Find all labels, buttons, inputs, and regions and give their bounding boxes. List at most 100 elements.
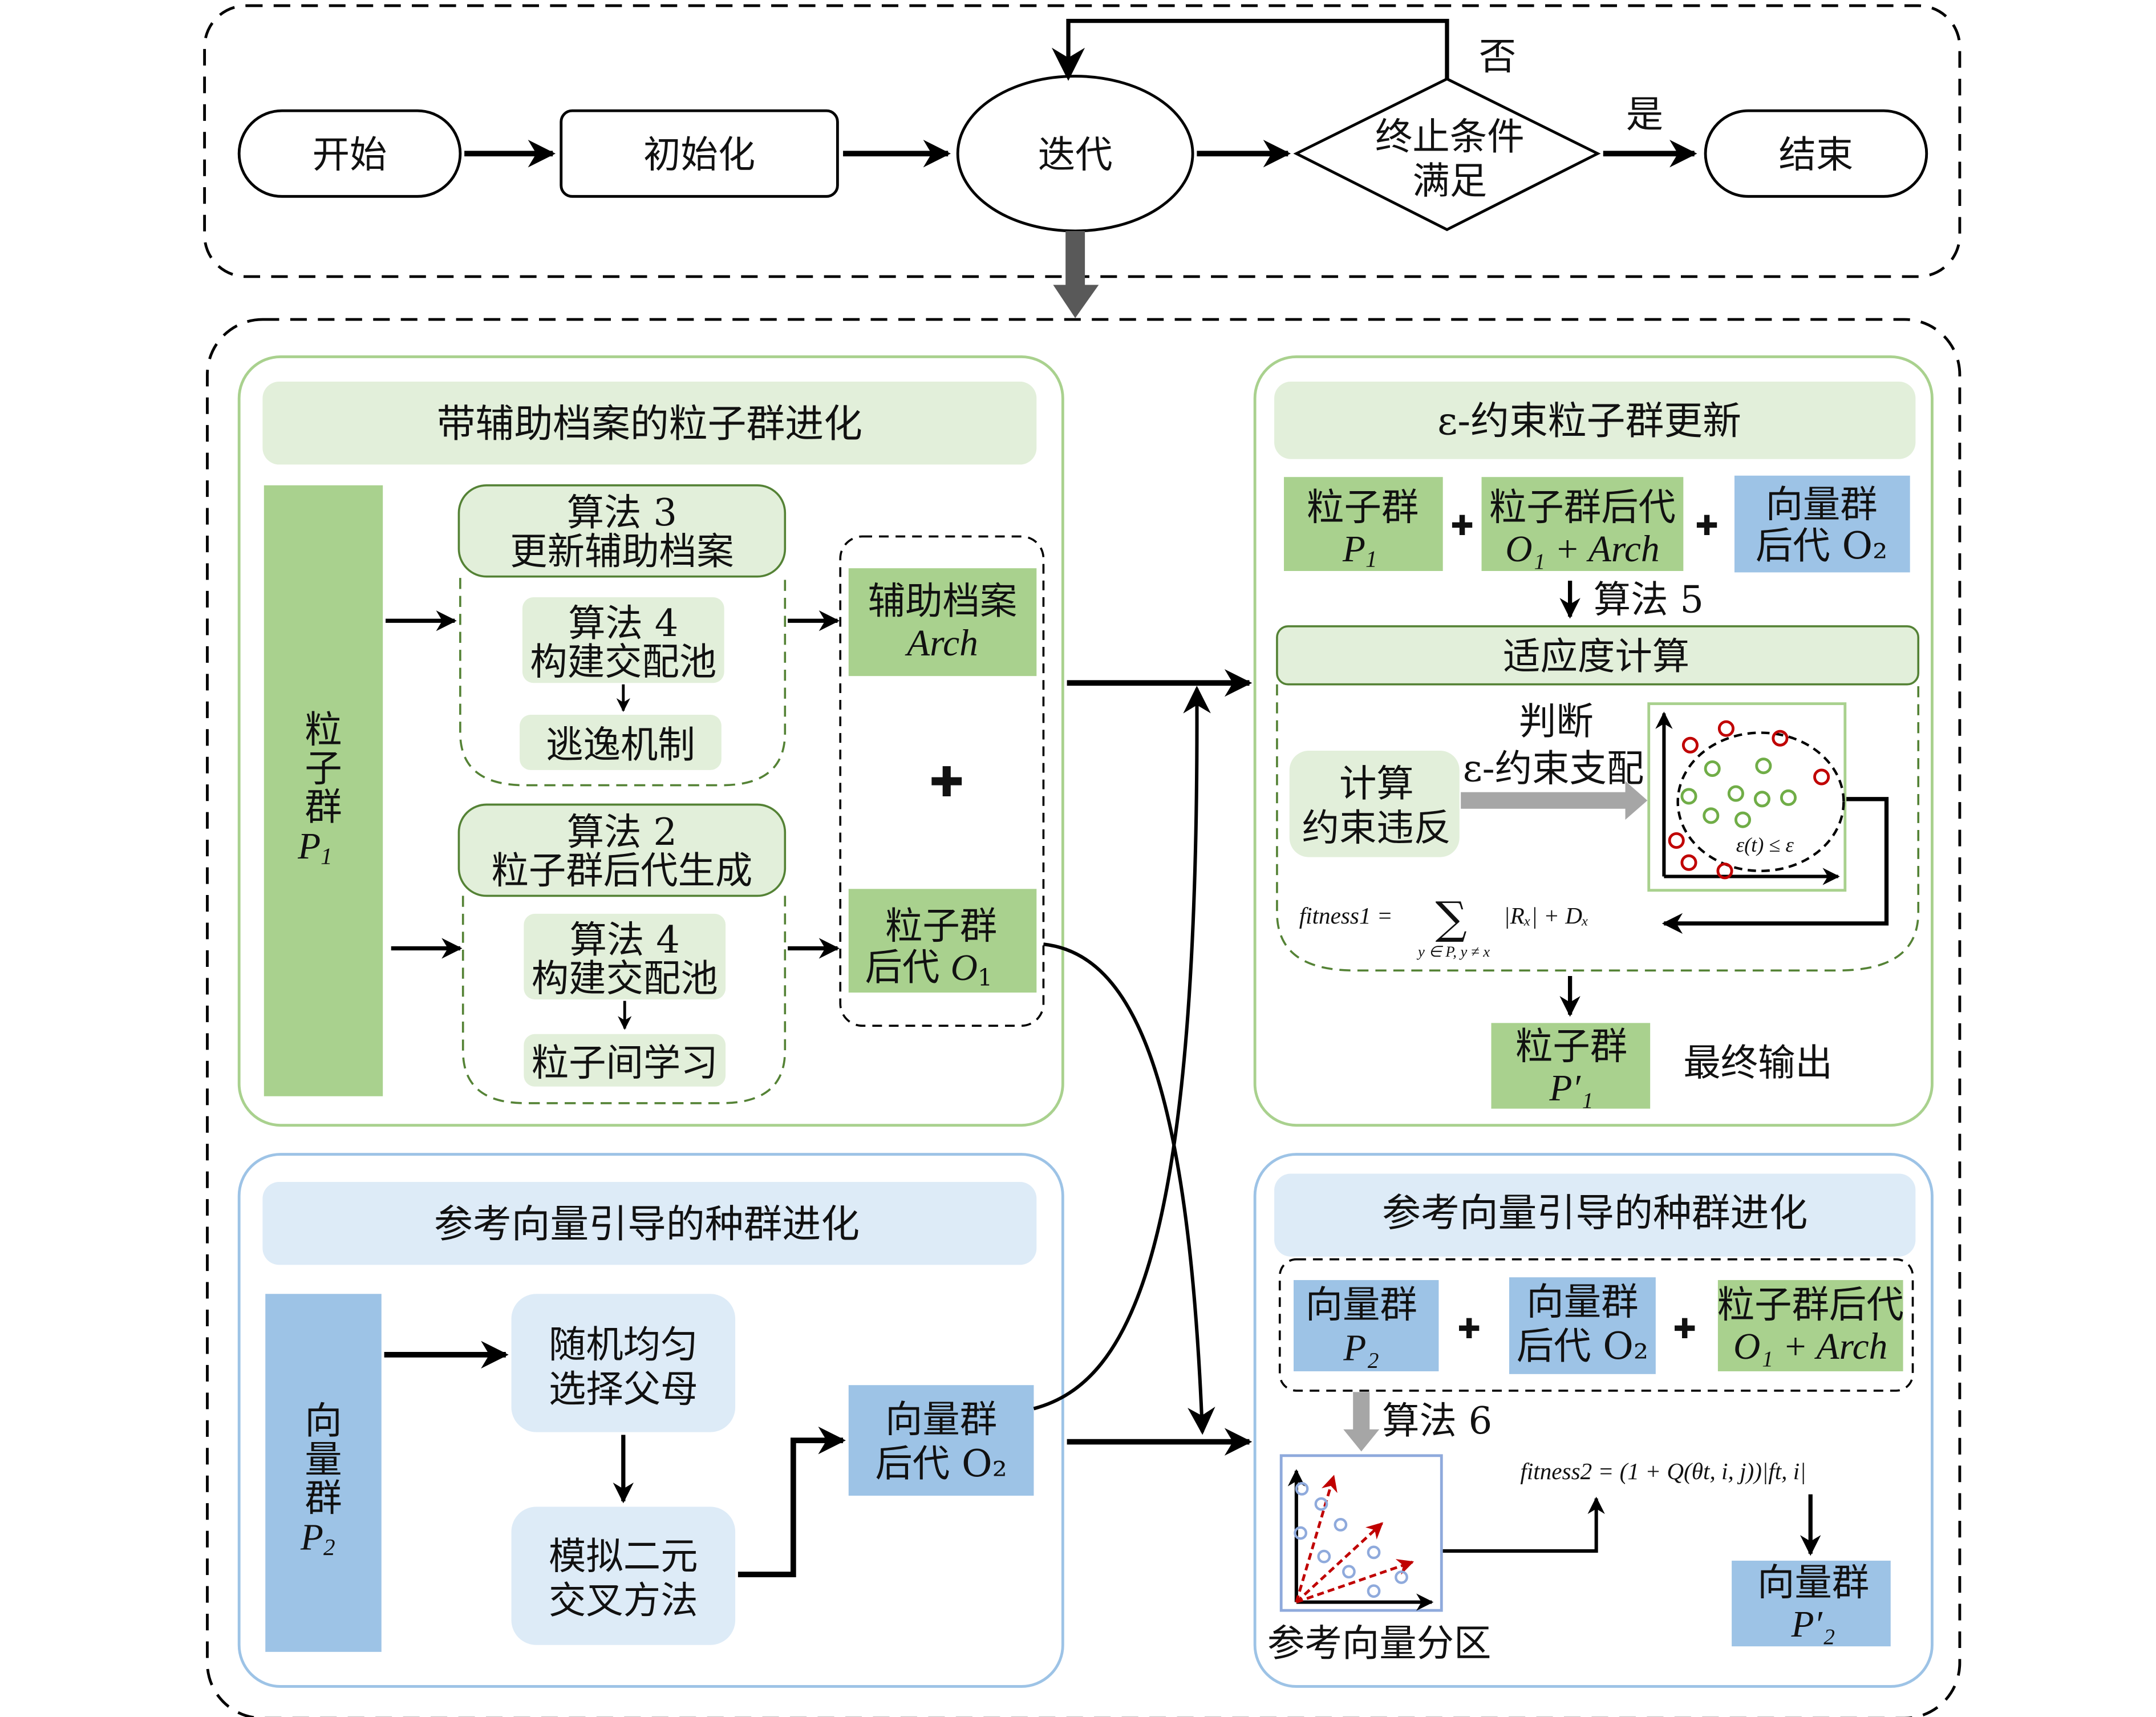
down-arrow-to-main	[1053, 230, 1099, 318]
plus-icon: ✚	[1450, 510, 1474, 542]
fitness-calc-header	[1276, 625, 1920, 686]
arrow-scatter-to-fitness1	[1661, 797, 1889, 934]
learning-box	[524, 1034, 726, 1087]
panel-pso: 带辅助档案的粒子群进化 粒 子 群 P1 算法 3 更新辅助档案 算法 4 构建…	[237, 355, 1064, 1127]
end-node: 结束	[1704, 109, 1928, 198]
archive-label-2: Arch	[905, 623, 978, 664]
offspring-o1-label-1: 粒子群	[885, 905, 997, 948]
ref-box-p2-label-1: 向量群	[1306, 1283, 1417, 1326]
algo2-header	[457, 803, 787, 897]
population-p2	[265, 1294, 382, 1652]
init-node: 初始化	[560, 109, 839, 198]
compute-label-1: 计算	[1339, 762, 1414, 805]
main-container	[206, 318, 1962, 1717]
panel-ref-left-title: 参考向量引导的种群进化	[434, 1201, 860, 1246]
output-p1-label-1: 粒子群	[1515, 1024, 1627, 1068]
offspring-o2-label-1: 向量群	[885, 1398, 997, 1441]
select-parents-box	[511, 1294, 736, 1432]
algo4-box-a	[522, 597, 724, 683]
eps-box-o2	[1734, 475, 1910, 573]
p1-symbol: P1	[297, 826, 333, 869]
output-p2-label-1: 向量群	[1757, 1561, 1869, 1604]
eps-box-o1arch-label-2: O₁ + Arch	[1505, 529, 1659, 570]
epsilon-condition-label: ε(t) ≤ ε	[1736, 833, 1794, 856]
algo3-label-1: 算法 3	[567, 491, 677, 534]
eps-box-p1-label-1: 粒子群	[1307, 485, 1419, 529]
algo3-header	[457, 484, 787, 578]
feasible-points	[1680, 758, 1797, 828]
panel-ref-right-title: 参考向量引导的种群进化	[1382, 1190, 1808, 1236]
p2-symbol: P2	[300, 1517, 335, 1561]
infeasible-points	[1668, 720, 1830, 880]
panel-eps: ε-约束粒子群更新 粒子群 P1 ✚ 粒子群后代 O₁ + Arch ✚ 向量群…	[1253, 355, 1934, 1127]
fitness1-sum: ∑	[1436, 893, 1467, 944]
ref-box-p2-label-2: P₂	[1343, 1328, 1379, 1369]
offspring-o1-box	[848, 889, 1037, 993]
eps-box-o2-label-1: 向量群	[1765, 483, 1877, 527]
gray-arrow-judge	[1461, 781, 1648, 820]
compute-label-2: 约束违反	[1302, 807, 1452, 850]
iterate-label: 迭代	[1038, 133, 1113, 176]
curve-o2-to-eps-panel	[1033, 686, 1211, 1411]
ref-box-o1arch-label-2: O₁ + Arch	[1733, 1326, 1887, 1367]
p1-char-1: 粒	[305, 708, 342, 751]
plus-icon: ✚	[1457, 1313, 1481, 1345]
output-p2-prime-box	[1732, 1560, 1891, 1647]
p2-char-1: 向	[305, 1399, 342, 1443]
fitness1-lhs: fitness1 =	[1299, 902, 1393, 929]
plus-icon: ✚	[1695, 510, 1719, 542]
crossover-label-1: 模拟二元	[549, 1534, 698, 1578]
crossover-box	[511, 1507, 736, 1645]
panel-eps-title: ε-约束粒子群更新	[1437, 398, 1741, 443]
archive-label-1: 辅助档案	[868, 580, 1018, 623]
ref-box-p2	[1294, 1280, 1439, 1371]
condition-label-1: 终止条件	[1375, 115, 1525, 159]
algo5-label: 算法 5	[1594, 578, 1704, 622]
arrow-loop-back	[1051, 18, 1449, 81]
select-label-2: 选择父母	[549, 1367, 698, 1411]
ref-inputs-group	[1278, 1258, 1914, 1392]
reference-vector-plot	[1279, 1454, 1443, 1612]
eps-box-o1arch	[1481, 477, 1684, 571]
eps-box-o2-label-2: 后代 O₂	[1756, 524, 1887, 568]
epsilon-scatter-plot: ε(t) ≤ ε	[1647, 702, 1847, 892]
crossover-label-2: 交叉方法	[549, 1579, 698, 1622]
population-p1	[264, 485, 383, 1096]
compute-violation-box	[1289, 751, 1460, 857]
algo6-label: 算法 6	[1382, 1399, 1492, 1443]
final-output-label: 最终输出	[1683, 1041, 1833, 1084]
learning-label: 粒子间学习	[532, 1041, 718, 1084]
algo4a-label-1: 算法 4	[568, 602, 678, 645]
ref-box-o2-label-2: 后代 O₂	[1517, 1325, 1648, 1368]
partition-label: 参考向量分区	[1267, 1622, 1491, 1665]
curve-o1-to-ref-panel	[1043, 942, 1215, 1435]
arrow-plot-to-fitness2	[1442, 1496, 1605, 1553]
output-p2-label-2: P′₂	[1791, 1604, 1835, 1645]
algo2-label-1: 算法 2	[567, 811, 677, 854]
panel-ref-right: 参考向量引导的种群进化 向量群 P₂ ✚ 向量群 后代 O₂ ✚ 粒子群后代 O…	[1253, 1153, 1934, 1688]
fitness1-formula: fitness1 = ∑ y ∈ P, y ≠ x |Rₓ| + Dₓ	[1299, 893, 1589, 960]
plus-icon: ✚	[929, 759, 964, 807]
fitness-calc-title: 适应度计算	[1503, 635, 1689, 678]
init-label: 初始化	[643, 133, 755, 176]
p1-char-2: 子	[305, 747, 342, 790]
algo3-label-2: 更新辅助档案	[510, 530, 733, 573]
output-p1-label-2: P′₁	[1549, 1068, 1594, 1109]
yes-label: 是	[1626, 93, 1663, 136]
p1-char-3: 群	[305, 785, 342, 829]
p2-char-2: 量	[305, 1438, 342, 1481]
arrow-crossover-o2	[737, 1426, 846, 1577]
escape-box	[520, 715, 722, 770]
condition-label-2: 满足	[1412, 160, 1487, 203]
algo4a-label-2: 构建交配池	[530, 641, 716, 684]
select-label-1: 随机均匀	[549, 1323, 698, 1367]
condition-node: 终止条件 满足	[1293, 77, 1601, 232]
feasible-region	[1676, 731, 1845, 872]
judge-label-1: 判断	[1519, 700, 1594, 743]
ref-box-o1arch	[1717, 1280, 1903, 1371]
ref-box-o2	[1509, 1277, 1656, 1374]
algo4-box-b	[524, 913, 726, 1000]
end-label: 结束	[1779, 133, 1854, 176]
